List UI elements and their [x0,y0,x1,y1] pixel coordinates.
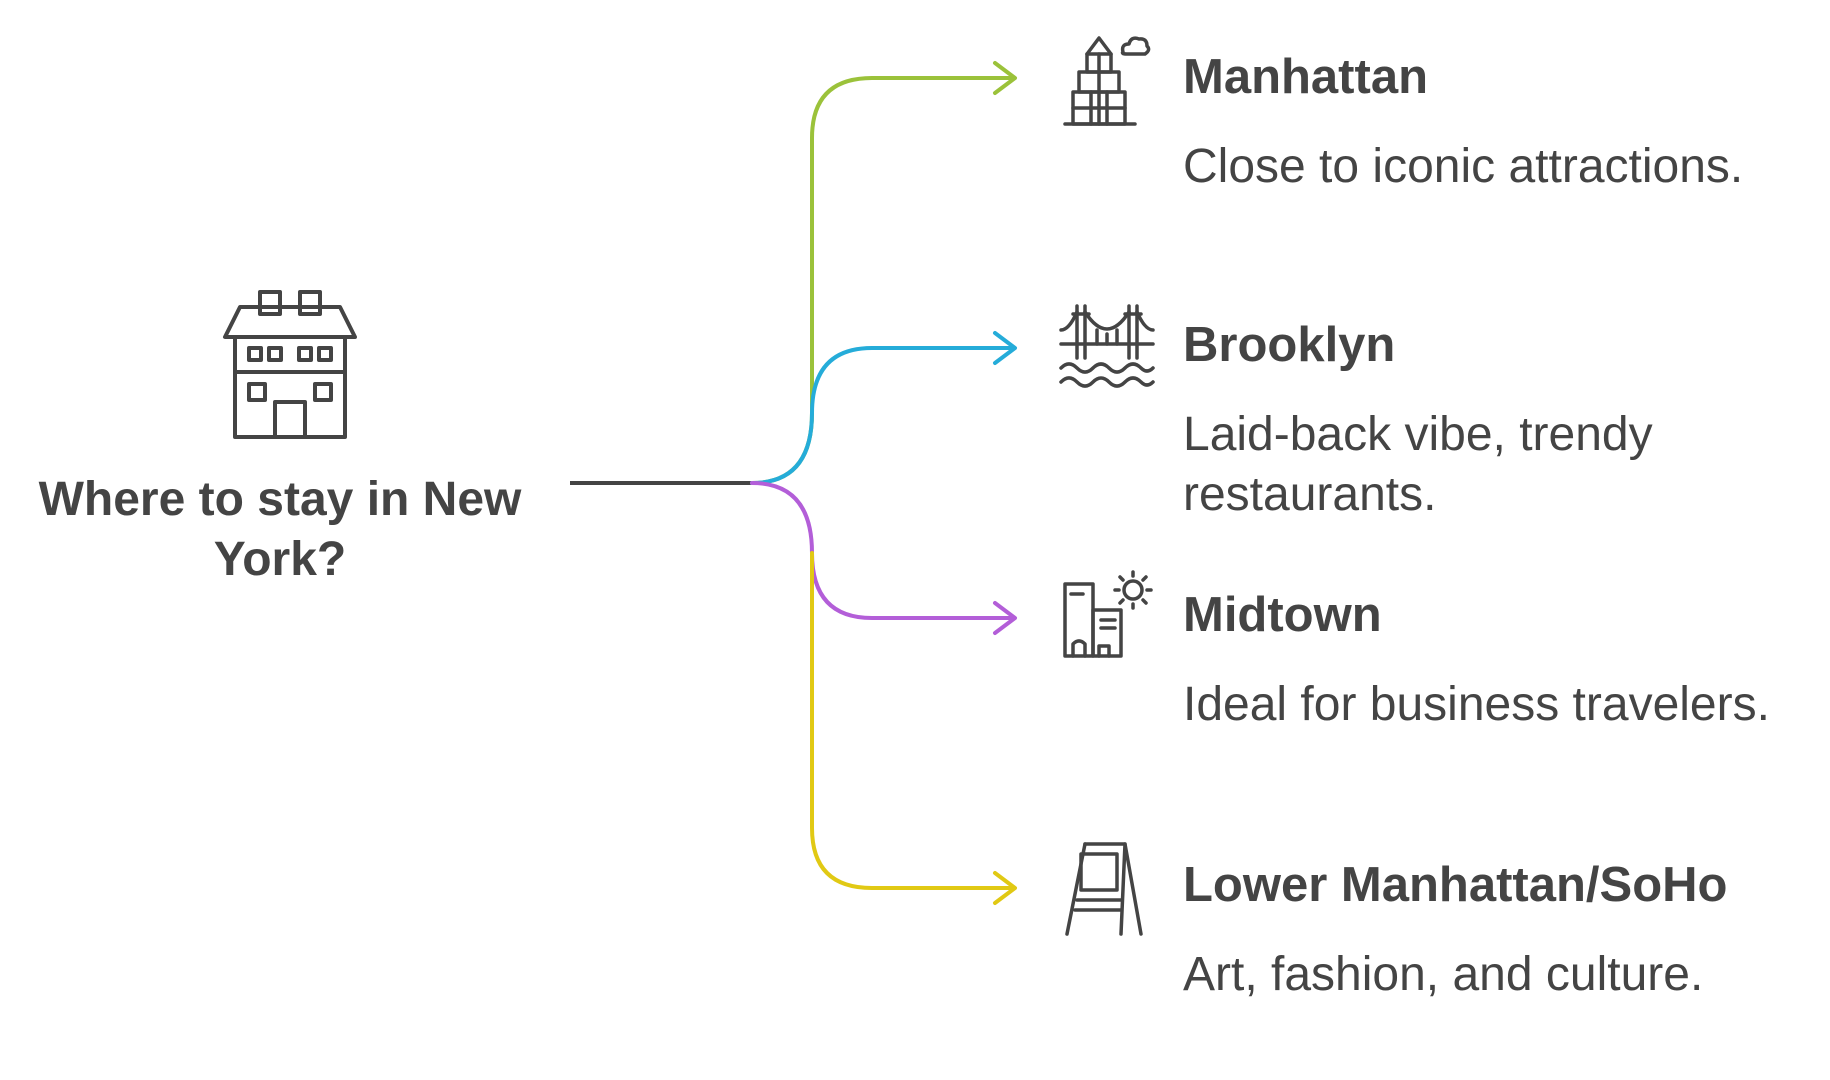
arrowhead-midtown [993,601,1017,635]
branch-title: Midtown [1183,588,1382,642]
mind-map-canvas: Where to stay in New York? Manhattan Clo… [38,32,1815,1001]
skyscraper-icon [1055,32,1159,136]
arrowhead-manhattan [993,61,1017,95]
branch-midtown: Midtown Ideal for business travelers. [1055,570,1815,810]
root-title: Where to stay in New York? [38,473,522,586]
branch-title: Manhattan [1183,50,1428,104]
house-icon [205,282,375,452]
branch-description: Laid-back vibe, trendy restaurants. [1183,408,1653,521]
branch-title: Brooklyn [1183,318,1396,372]
branch-brooklyn: Brooklyn Laid-back vibe, trendy restaura… [1055,300,1815,540]
branch-description: Ideal for business travelers. [1183,678,1770,731]
connector-manhattan [750,76,1012,485]
arrowhead-brooklyn [993,331,1017,365]
connector-brooklyn [750,346,1012,485]
city-buildings-sun-icon [1055,570,1159,674]
branch-title: Lower Manhattan/SoHo [1183,858,1728,912]
connector-midtown [750,481,1012,620]
connector-lower-manhattan [810,551,1012,890]
easel-sign-icon [1055,840,1159,944]
branch-description: Art, fashion, and culture. [1183,948,1704,1001]
bridge-icon [1055,300,1159,404]
arrowhead-lower-manhattan [993,871,1017,905]
branch-manhattan: Manhattan Close to iconic attractions. [1055,32,1815,272]
branch-lower-manhattan-soho: Lower Manhattan/SoHo Art, fashion, and c… [1055,840,1815,1080]
branch-description: Close to iconic attractions. [1183,140,1744,193]
